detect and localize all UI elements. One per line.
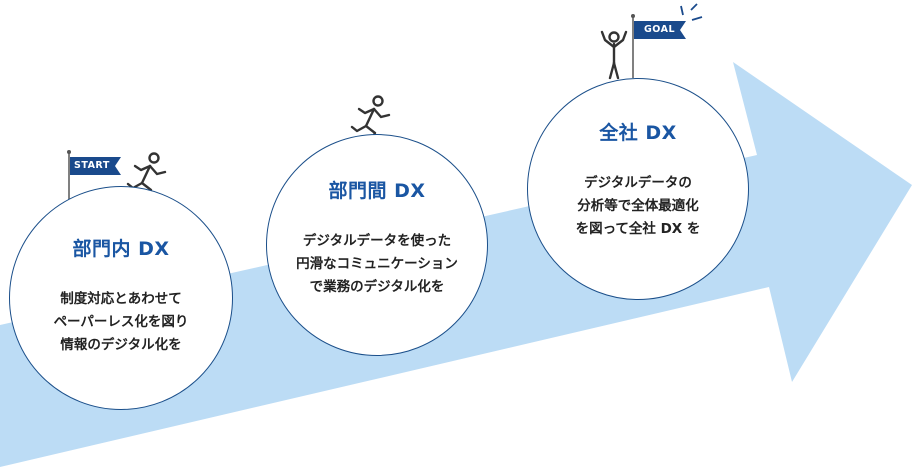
step-title: 部門内 DX [72,238,170,260]
goal-flag-icon [631,3,703,78]
description-line: 円滑なコミュニケーション [296,256,458,272]
description-line: 分析等で全体最適化 [577,198,699,214]
start-flag-label: START [74,160,110,171]
description-line: で業務のデジタル化を [309,279,445,295]
description-line: 情報のデジタル化を [60,337,182,353]
description-line: デジタルデータを使った [302,233,452,249]
description-line: を図って全社 DX を [575,221,701,237]
description-line: デジタルデータの [584,175,692,191]
description-line: ペーパーレス化を図り [53,314,189,330]
step-description: デジタルデータの 分析等で全体最適化 を図って全社 DX を [528,172,748,241]
step-description: 制度対応とあわせて ペーパーレス化を図り 情報のデジタル化を [10,288,232,357]
goal-flag-label: GOAL [644,24,676,35]
step-circle-company-wide: 全社 DX デジタルデータの 分析等で全体最適化 を図って全社 DX を [527,78,749,300]
step-description: デジタルデータを使った 円滑なコミュニケーション で業務のデジタル化を [267,230,487,299]
step-circle-department-internal: 部門内 DX 制度対応とあわせて ペーパーレス化を図り 情報のデジタル化を [9,186,233,410]
step-title: 全社 DX [599,122,677,144]
step-circle-inter-department: 部門間 DX デジタルデータを使った 円滑なコミュニケーション で業務のデジタル… [266,134,488,356]
step-title: 部門間 DX [328,180,426,202]
description-line: 制度対応とあわせて [60,291,182,307]
celebrating-person-icon [600,30,628,80]
